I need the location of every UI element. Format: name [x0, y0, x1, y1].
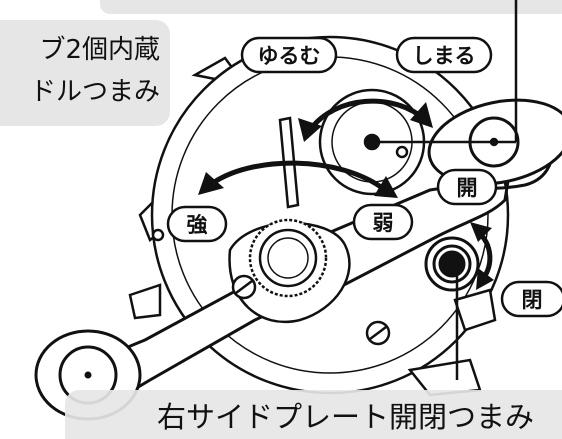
callout-box-top-left — [0, 20, 170, 126]
pill-open: 開 — [436, 168, 498, 206]
pill-loosen-text: ゆるむ — [258, 44, 321, 68]
callout-box-bottom — [65, 390, 562, 439]
callout-bottom-text: 右サイドプレート開閉つまみ — [157, 400, 534, 434]
pill-tighten: しまる — [395, 36, 493, 74]
drag-star — [151, 218, 391, 346]
pill-open-text: 開 — [457, 176, 478, 200]
pill-loosen: ゆるむ — [240, 36, 338, 74]
leader-lines — [363, 0, 518, 380]
right-side-plate-knob — [424, 236, 480, 292]
pill-weak: 弱 — [352, 203, 414, 241]
pill-strong-text: 強 — [187, 213, 208, 237]
arrow-loosen-tighten — [307, 98, 427, 132]
pill-tighten-text: しまる — [413, 44, 476, 68]
pill-close-text: 閉 — [522, 288, 543, 312]
callout-text-line-2: ドルつまみ — [30, 77, 160, 107]
arrow-strong-weak — [208, 160, 387, 192]
callout-text-line-1: ブ2個内蔵 — [39, 35, 160, 65]
pill-weak-text: 弱 — [373, 211, 394, 235]
callout-box-top — [100, 0, 562, 14]
pill-strong: 強 — [166, 205, 228, 243]
drag-arrows — [198, 98, 494, 290]
pill-close: 閉 — [500, 280, 562, 318]
dot-side-plate — [363, 133, 381, 151]
dot-handle-knob — [489, 137, 499, 147]
